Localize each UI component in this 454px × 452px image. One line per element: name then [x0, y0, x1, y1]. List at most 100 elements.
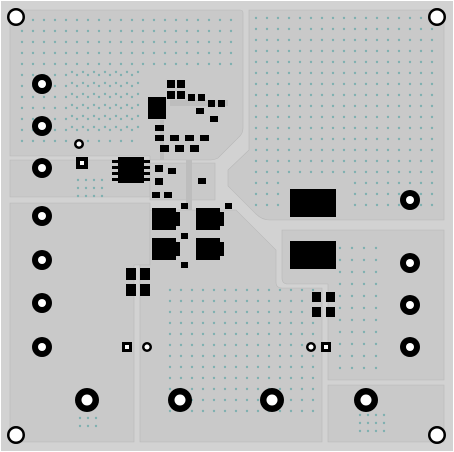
via: [254, 71, 258, 75]
via: [136, 125, 140, 129]
via: [278, 387, 282, 391]
via: [287, 71, 291, 75]
via: [419, 137, 423, 141]
via: [386, 148, 390, 152]
via: [108, 106, 112, 110]
via: [382, 429, 386, 433]
via: [20, 106, 24, 110]
via: [168, 310, 172, 314]
via: [190, 365, 194, 369]
via: [64, 51, 68, 55]
driver-pin-r2: [144, 166, 150, 169]
via: [212, 387, 216, 391]
via: [81, 81, 85, 85]
via: [92, 81, 96, 85]
via: [287, 115, 291, 119]
via: [212, 321, 216, 325]
via: [64, 73, 68, 77]
via: [119, 128, 123, 132]
via: [408, 115, 412, 119]
via: [419, 38, 423, 42]
via: [64, 95, 68, 99]
via: [130, 139, 134, 143]
via: [141, 51, 145, 55]
via: [397, 137, 401, 141]
via: [397, 148, 401, 152]
via: [245, 365, 249, 369]
via: [276, 104, 280, 108]
via: [20, 139, 24, 143]
via: [353, 203, 357, 207]
via: [168, 299, 172, 303]
via: [364, 170, 368, 174]
via: [430, 181, 434, 185]
via: [364, 71, 368, 75]
via: [331, 93, 335, 97]
via: [374, 413, 378, 417]
mosfet-tab-q4: [220, 242, 224, 256]
via: [375, 192, 379, 196]
via: [350, 366, 354, 370]
via: [190, 387, 194, 391]
via: [287, 126, 291, 130]
cap-c14: [326, 307, 335, 317]
via: [168, 343, 172, 347]
via: [136, 114, 140, 118]
via: [320, 49, 324, 53]
via: [331, 60, 335, 64]
via: [289, 398, 293, 402]
via: [179, 354, 183, 358]
via: [338, 270, 342, 274]
via: [245, 332, 249, 336]
trace-switch-node: [186, 160, 192, 210]
via: [179, 321, 183, 325]
via: [86, 40, 90, 44]
cap-c3: [208, 100, 215, 107]
via: [64, 18, 68, 22]
via: [350, 342, 354, 346]
via: [265, 115, 269, 119]
via: [20, 95, 24, 99]
via: [353, 71, 357, 75]
via: [86, 128, 90, 132]
test-pad-driver-hole: [80, 161, 84, 165]
via: [397, 49, 401, 53]
via: [212, 398, 216, 402]
via: [311, 332, 315, 336]
via: [353, 27, 357, 31]
via: [386, 170, 390, 174]
via: [408, 104, 412, 108]
via: [114, 103, 118, 107]
via: [70, 81, 74, 85]
via: [338, 342, 342, 346]
via: [201, 288, 205, 292]
via: [212, 365, 216, 369]
via: [331, 49, 335, 53]
via: [245, 288, 249, 292]
via: [108, 117, 112, 121]
via: [174, 18, 178, 22]
via: [97, 106, 101, 110]
via: [342, 137, 346, 141]
via: [300, 376, 304, 380]
via: [92, 103, 96, 107]
via: [353, 38, 357, 42]
res-r17: [181, 233, 188, 239]
via: [331, 148, 335, 152]
via: [78, 416, 82, 420]
via: [31, 40, 35, 44]
via: [430, 126, 434, 130]
via: [386, 181, 390, 185]
via: [278, 365, 282, 369]
via: [70, 114, 74, 118]
via: [374, 318, 378, 322]
via: [278, 409, 282, 413]
via: [256, 354, 260, 358]
via: [218, 62, 222, 66]
via: [309, 82, 313, 86]
via: [419, 16, 423, 20]
via: [42, 51, 46, 55]
via: [223, 398, 227, 402]
via: [174, 40, 178, 44]
via: [320, 93, 324, 97]
